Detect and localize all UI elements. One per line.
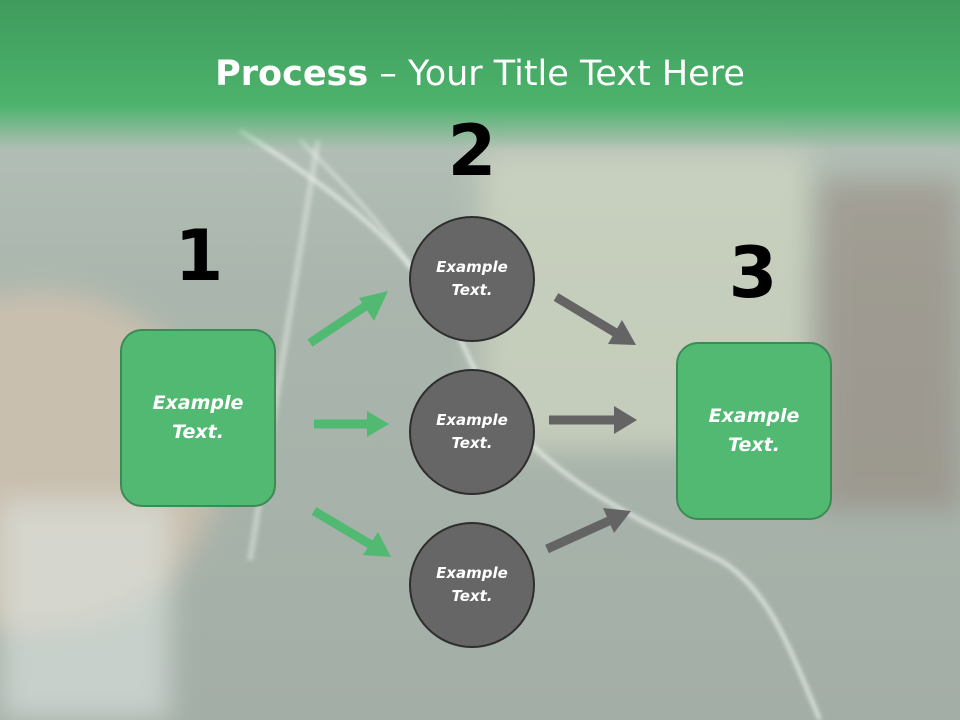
- arrow-head-green-2: [367, 411, 389, 437]
- step-number-3: 3: [728, 232, 778, 314]
- step-3-box[interactable]: Example Text.: [676, 342, 832, 520]
- step-1-box[interactable]: Example Text.: [120, 329, 276, 507]
- arrow-head-gray-2: [614, 406, 637, 434]
- step-number-1: 1: [174, 215, 224, 297]
- header-band: [0, 0, 960, 150]
- arrow-up-right-gray: [545, 515, 613, 554]
- title-rest: – Your Title Text Here: [368, 54, 745, 94]
- circle-top-text: Example Text.: [436, 258, 508, 299]
- step-3-text: Example Text.: [708, 405, 800, 456]
- arrow-head-green-3: [363, 532, 391, 557]
- arrow-up-right-green: [307, 299, 373, 347]
- arrow-head-gray-3: [603, 508, 631, 533]
- slide-title: Process – Your Title Text Here: [0, 52, 960, 96]
- circle-middle-text: Example Text.: [436, 411, 508, 452]
- circle-bottom-text: Example Text.: [436, 564, 508, 605]
- arrow-head-green-1: [359, 291, 388, 321]
- arrow-down-right-green: [311, 507, 376, 550]
- title-bold: Process: [215, 54, 369, 94]
- arrow-down-right-gray: [553, 293, 619, 337]
- step-1-text: Example Text.: [152, 392, 244, 443]
- arrow-head-gray-1: [608, 320, 636, 345]
- step-number-2: 2: [447, 110, 497, 192]
- step-2-circle-bottom[interactable]: Example Text.: [409, 522, 535, 648]
- step-2-circle-middle[interactable]: Example Text.: [409, 369, 535, 495]
- step-2-circle-top[interactable]: Example Text.: [409, 216, 535, 342]
